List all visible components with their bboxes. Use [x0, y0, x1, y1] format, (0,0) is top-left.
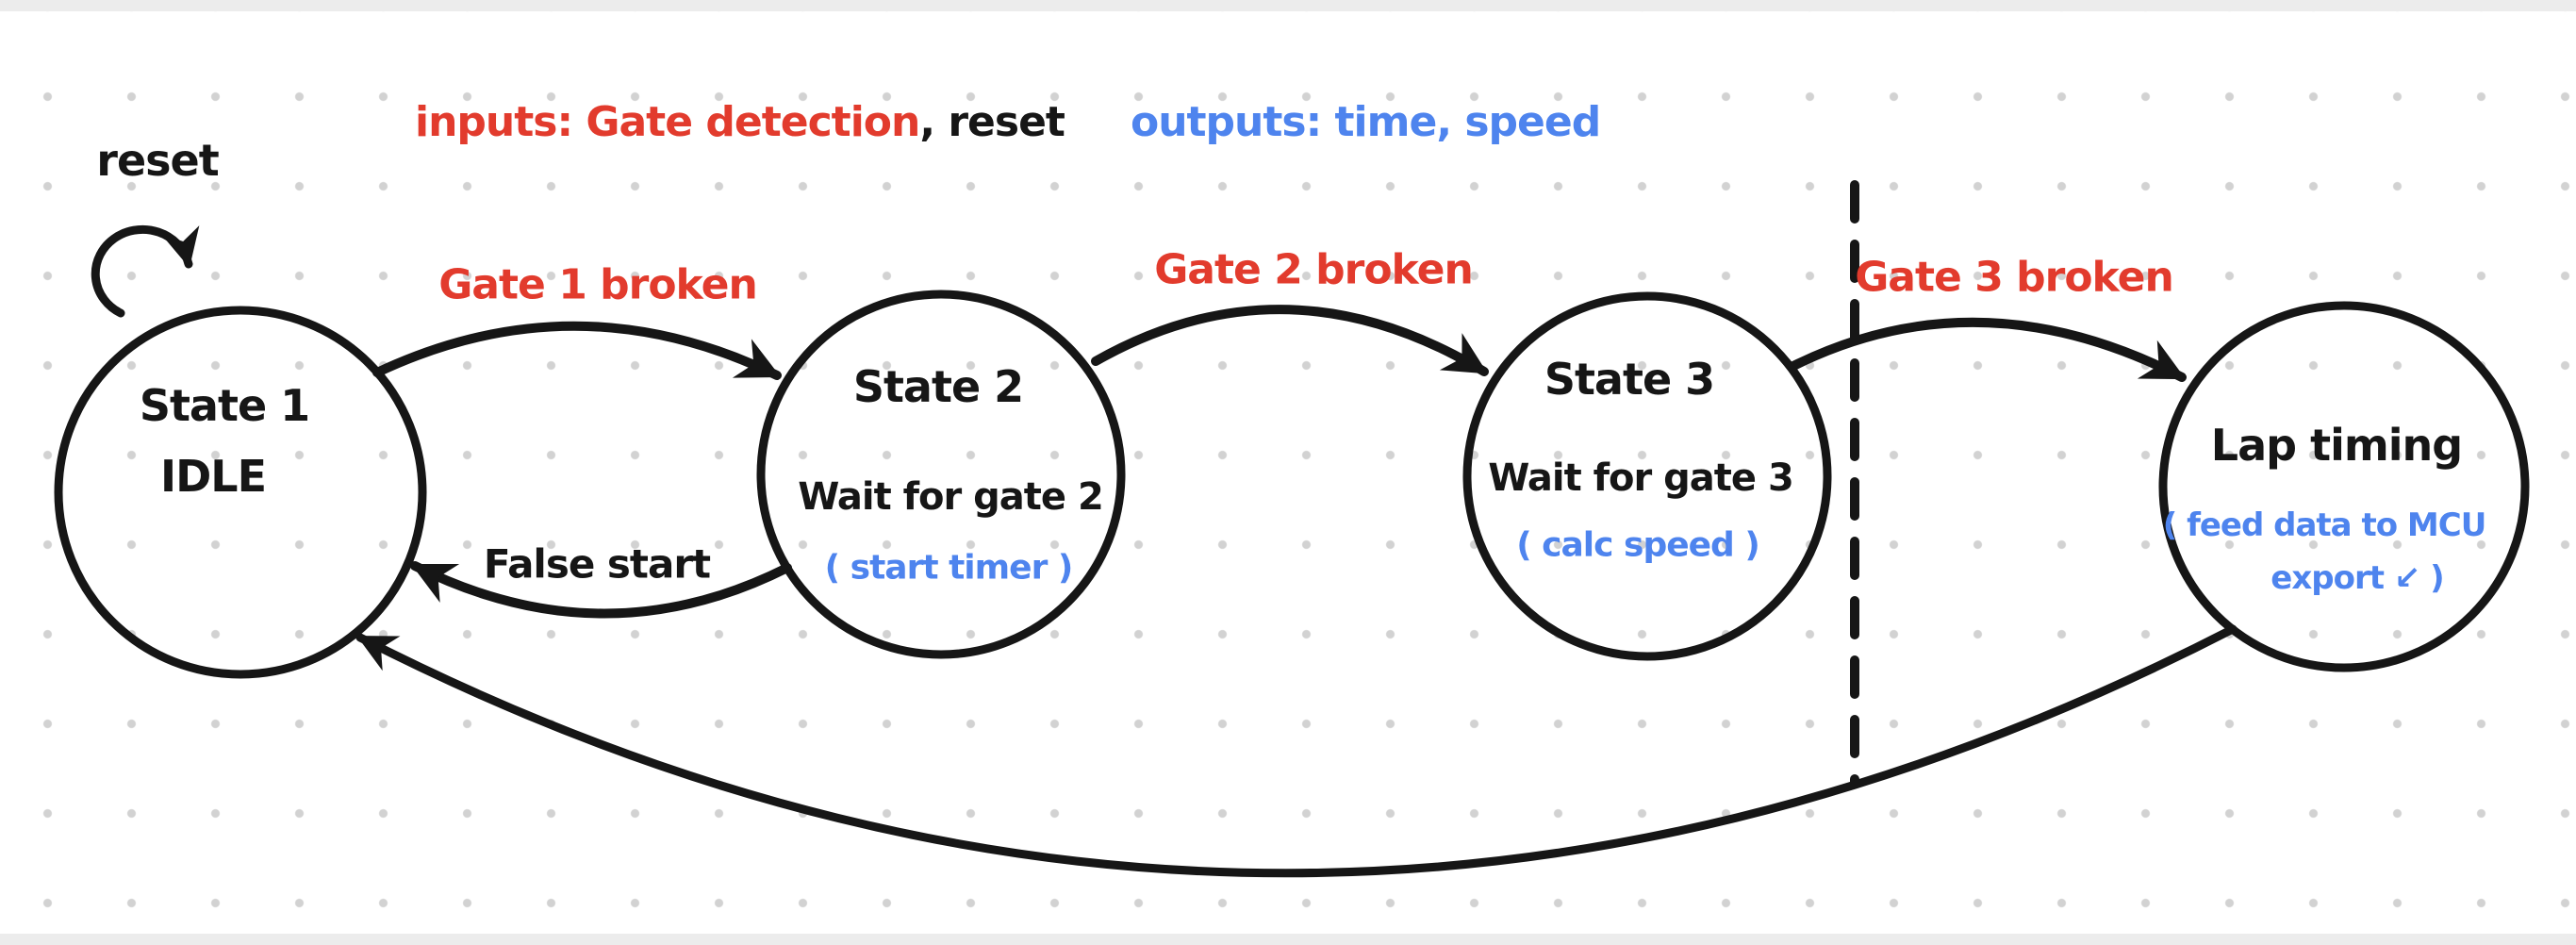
transition-gate3-arrow: [1789, 317, 2187, 382]
lap-timing-circle: [2158, 301, 2530, 672]
reset-self-loop-arrow: [91, 224, 200, 318]
reset-label: reset: [96, 135, 219, 186]
state1-circle: [54, 306, 427, 679]
canvas-bottom-edge: [0, 934, 2576, 945]
state3-action: ( calc speed ): [1516, 525, 1760, 565]
transition-gate1-arrow: [372, 321, 782, 380]
state2-circle: [756, 290, 1126, 659]
state3-title: State 3: [1544, 354, 1715, 405]
transition-gate2-arrow: [1091, 305, 1489, 376]
gate2-broken-label: Gate 2 broken: [1154, 245, 1474, 294]
lap-to-idle-return-arrow: [355, 624, 2237, 878]
inputs-label: inputs: Gate detection: [415, 98, 920, 146]
state2-subtitle: Wait for gate 2: [798, 475, 1104, 519]
lap-timing-action-line1: ( feed data to MCU: [2162, 506, 2487, 544]
state3-subtitle: Wait for gate 3: [1488, 456, 1794, 500]
state3-circle: [1462, 291, 1832, 661]
state1-subtitle: IDLE: [159, 451, 267, 502]
lap-timing-title: Lap timing: [2210, 420, 2463, 471]
state1-title: State 1: [139, 380, 310, 431]
inputs-suffix: , reset: [919, 98, 1065, 146]
transition-false-start-arrow: [410, 561, 792, 619]
io-legend: inputs: Gate detection , reset outputs: …: [415, 98, 1601, 146]
gate1-broken-label: Gate 1 broken: [438, 260, 758, 309]
canvas-top-edge: [0, 0, 2576, 11]
false-start-label: False start: [483, 540, 711, 588]
state2-action: ( start timer ): [824, 548, 1074, 588]
state2-title: State 2: [852, 361, 1024, 412]
outputs-label: outputs: time, speed: [1130, 98, 1601, 146]
lap-timing-action-line2: export ↙ ): [2271, 559, 2444, 597]
gate3-broken-label: Gate 3 broken: [1855, 253, 2174, 302]
